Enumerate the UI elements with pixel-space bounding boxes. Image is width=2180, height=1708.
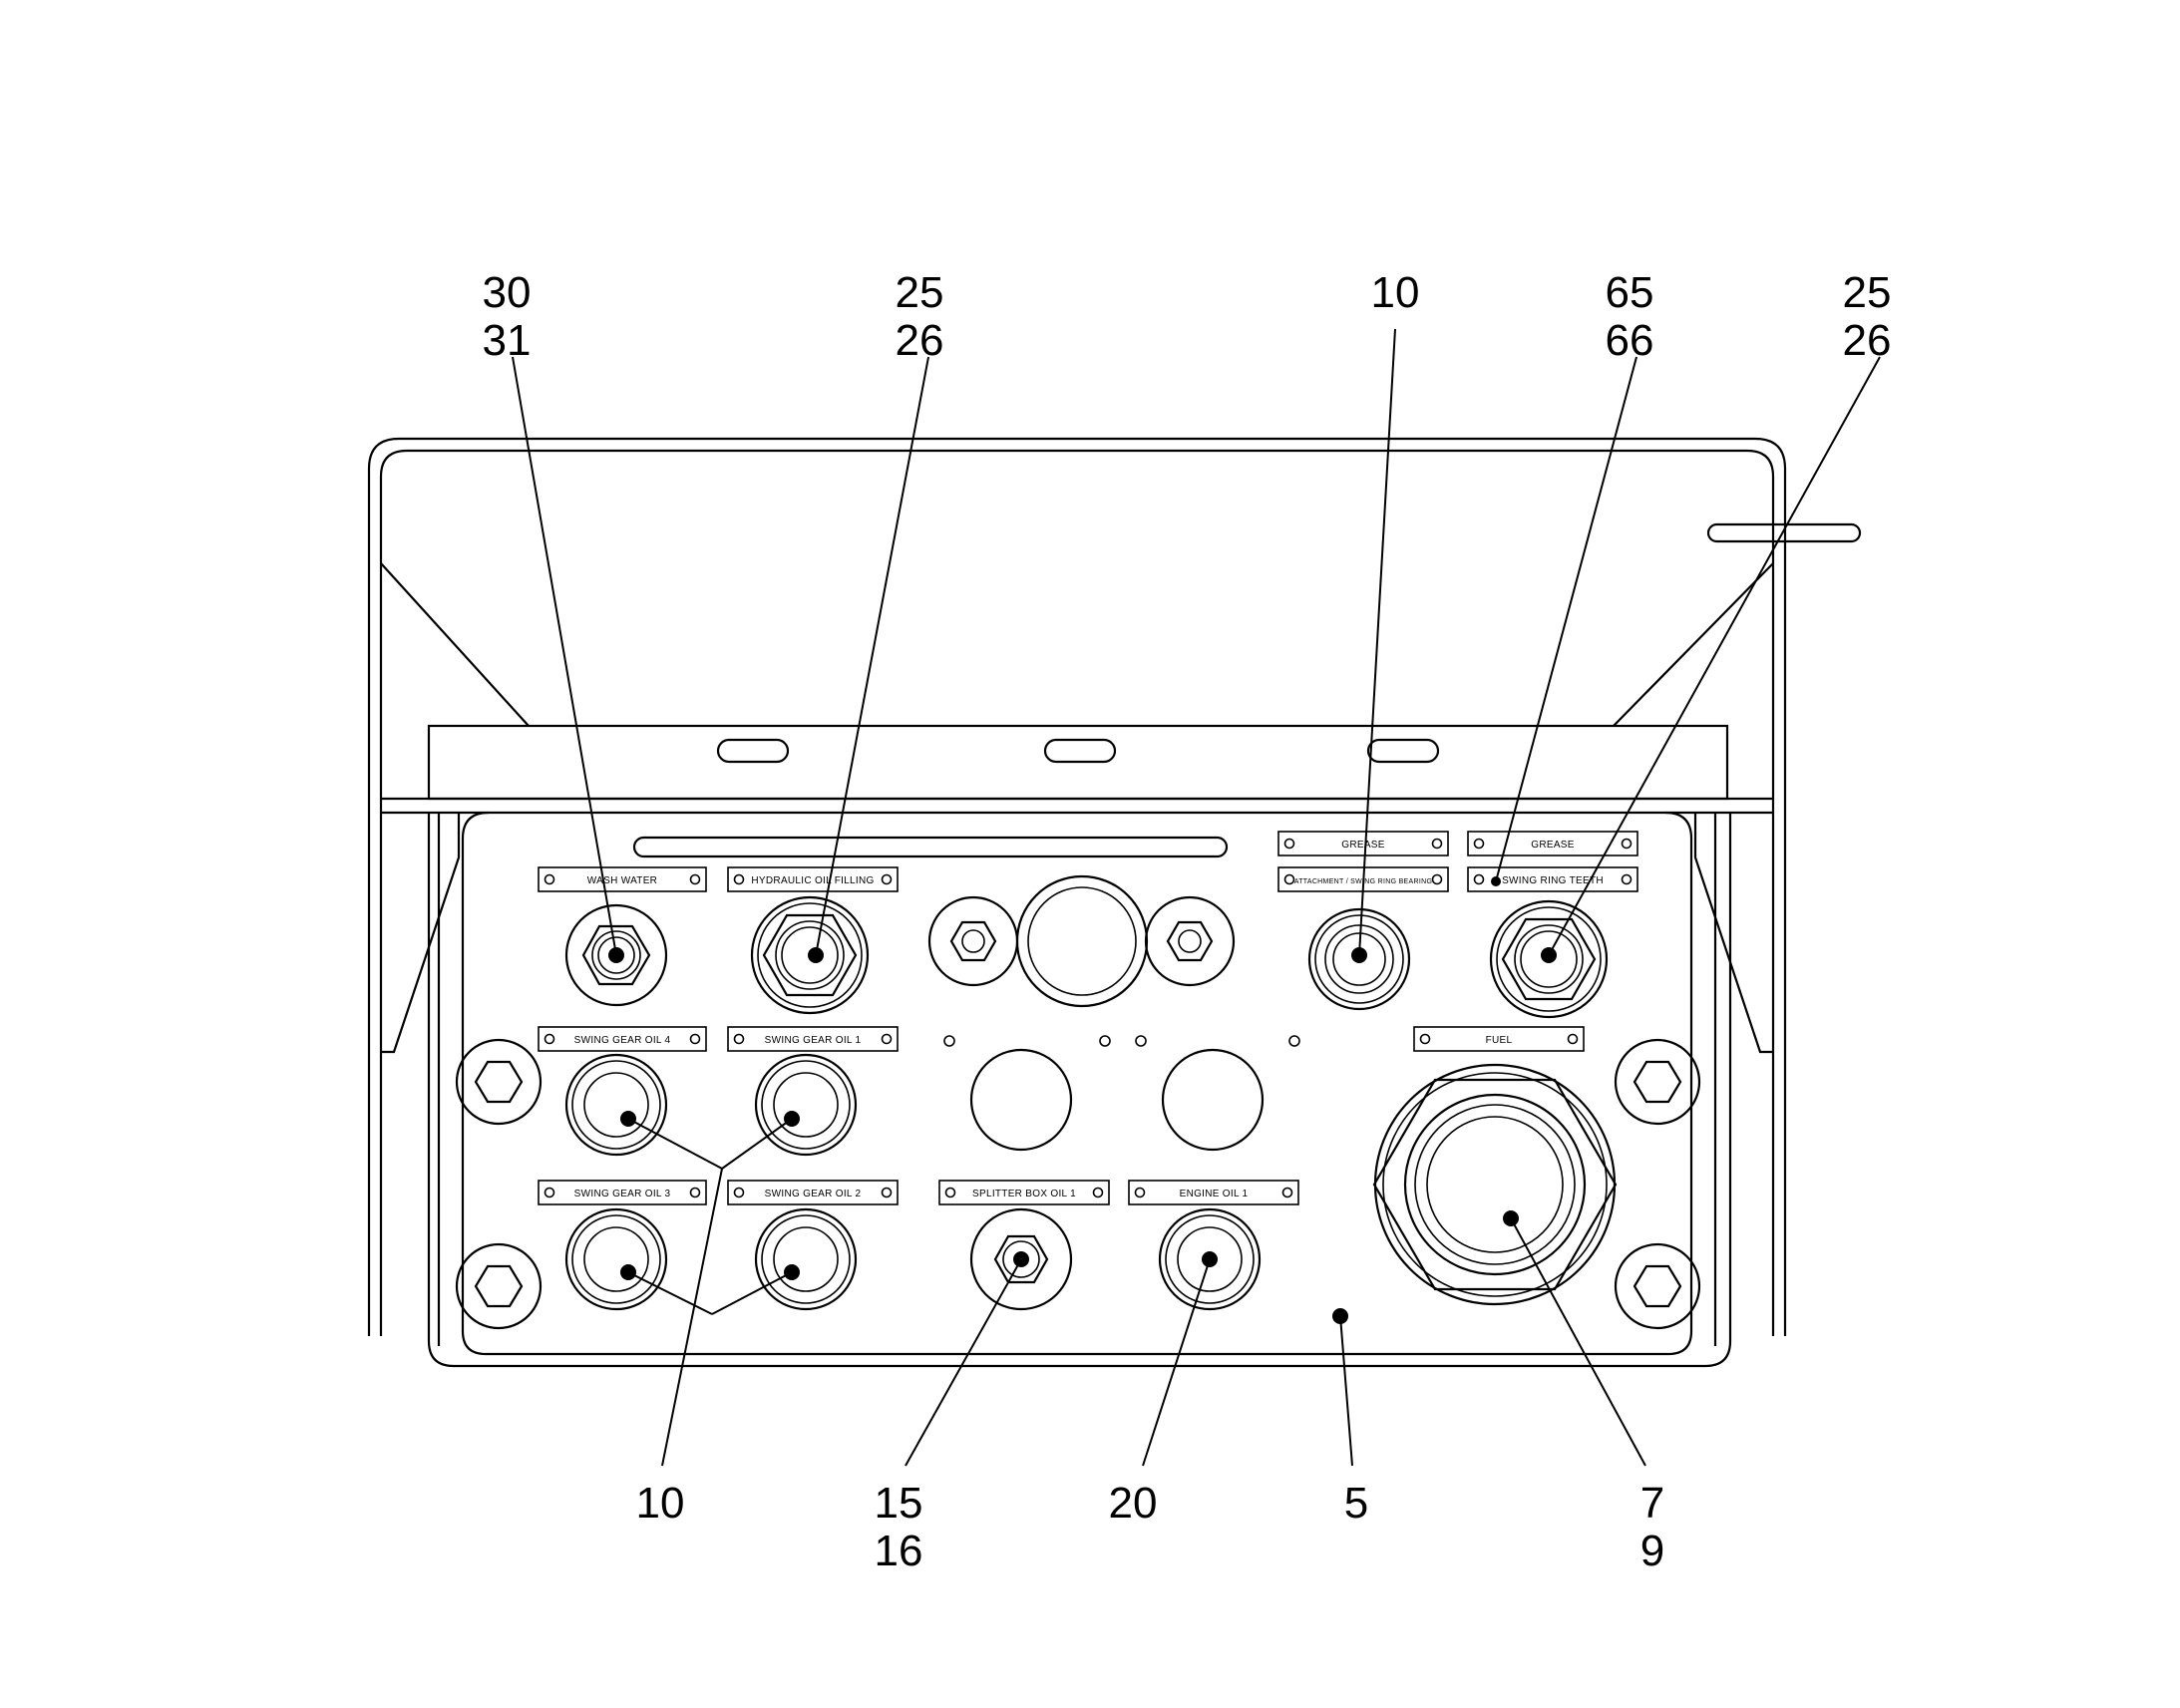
plate-swing-ring-teeth: SWING RING TEETH: [1467, 866, 1638, 892]
plate-swing-gear-oil-1: SWING GEAR OIL 1: [727, 1026, 899, 1052]
grease-attachment-coupling-icon: [1307, 907, 1411, 1011]
callout-number: 25: [896, 268, 944, 317]
plate-label: GREASE: [1341, 840, 1385, 851]
callout-number: 25: [1843, 268, 1892, 317]
callout-numbers: 30 31 25 26 10 65 66 25 26 10 15 16 20 5…: [483, 268, 1892, 1575]
wash-water-coupling-icon: [564, 903, 668, 1007]
plate-wash-water: WASH WATER: [538, 866, 707, 892]
callout-number: 65: [1606, 268, 1654, 317]
label-plates: WASH WATER HYDRAULIC OIL FILLING GREASE …: [538, 831, 1638, 1205]
blank-plug-icon: [969, 1048, 1073, 1152]
plate-label: FUEL: [1486, 1035, 1513, 1046]
plate-splitter-box-oil-1: SPLITTER BOX OIL 1: [938, 1180, 1110, 1205]
callout-number: 5: [1344, 1479, 1368, 1528]
plate-label: ENGINE OIL 1: [1180, 1189, 1249, 1199]
callout-number: 26: [1843, 316, 1892, 365]
callout-number: 7: [1640, 1479, 1664, 1528]
grease-swing-ring-coupling-icon: [1489, 899, 1609, 1019]
plate-label: WASH WATER: [587, 875, 657, 886]
marker-hole: [1288, 1035, 1300, 1047]
center-plug-icon: [927, 874, 1236, 1008]
hex-bolt-icon: [1614, 1038, 1701, 1126]
callout-number: 10: [1371, 268, 1420, 317]
plate-swing-gear-oil-3: SWING GEAR OIL 3: [538, 1180, 707, 1205]
plate-label: GREASE: [1531, 840, 1575, 851]
callout-number: 15: [875, 1479, 923, 1528]
swing-gear-oil-1-coupling-icon: [754, 1053, 858, 1157]
callout-number: 31: [483, 316, 532, 365]
hex-bolt-icon: [455, 1038, 543, 1126]
plate-swing-gear-oil-2: SWING GEAR OIL 2: [727, 1180, 899, 1205]
marker-hole: [1135, 1035, 1147, 1047]
callout-number: 26: [896, 316, 944, 365]
blank-plug-icon: [1161, 1048, 1265, 1152]
plate-label: SWING GEAR OIL 4: [574, 1035, 671, 1046]
splitter-box-coupling-icon: [969, 1207, 1073, 1311]
callout-number: 10: [636, 1479, 685, 1528]
callout-number: 16: [875, 1527, 923, 1575]
plate-grease-1: GREASE: [1277, 831, 1449, 856]
callout-number: 9: [1640, 1527, 1664, 1575]
plate-swing-gear-oil-4: SWING GEAR OIL 4: [538, 1026, 707, 1052]
fuel-coupling-icon: [1372, 1063, 1618, 1306]
hex-bolt-icon: [1614, 1242, 1701, 1330]
plate-label: SPLITTER BOX OIL 1: [972, 1189, 1076, 1199]
plate-hydraulic-oil-filling: HYDRAULIC OIL FILLING: [727, 866, 899, 892]
hydraulic-oil-coupling-icon: [750, 895, 870, 1015]
engine-oil-coupling-icon: [1158, 1207, 1262, 1311]
plate-label: HYDRAULIC OIL FILLING: [751, 875, 874, 886]
callout-number: 30: [483, 268, 532, 317]
hex-bolt-icon: [455, 1242, 543, 1330]
marker-hole: [1099, 1035, 1111, 1047]
leader-dots: [608, 876, 1557, 1324]
leader-lines: [512, 328, 1881, 1467]
callout-number: 20: [1109, 1479, 1158, 1528]
marker-hole: [943, 1035, 955, 1047]
plate-grease-2: GREASE: [1467, 831, 1638, 856]
swing-gear-oil-2-coupling-icon: [754, 1207, 858, 1311]
swing-gear-oil-4-coupling-icon: [564, 1053, 668, 1157]
plate-label: SWING GEAR OIL 2: [765, 1189, 862, 1199]
swing-gear-oil-3-coupling-icon: [564, 1207, 668, 1311]
housing-frame: [367, 437, 1862, 1368]
mounting-bolts: [455, 1038, 1701, 1330]
plate-engine-oil-1: ENGINE OIL 1: [1128, 1180, 1299, 1205]
couplings: [564, 874, 1618, 1311]
callout-number: 66: [1606, 316, 1654, 365]
plate-label: SWING GEAR OIL 1: [765, 1035, 862, 1046]
plate-fuel: FUEL: [1413, 1026, 1585, 1052]
plate-label: SWING RING TEETH: [1502, 875, 1604, 886]
plate-label: SWING GEAR OIL 3: [574, 1189, 671, 1199]
